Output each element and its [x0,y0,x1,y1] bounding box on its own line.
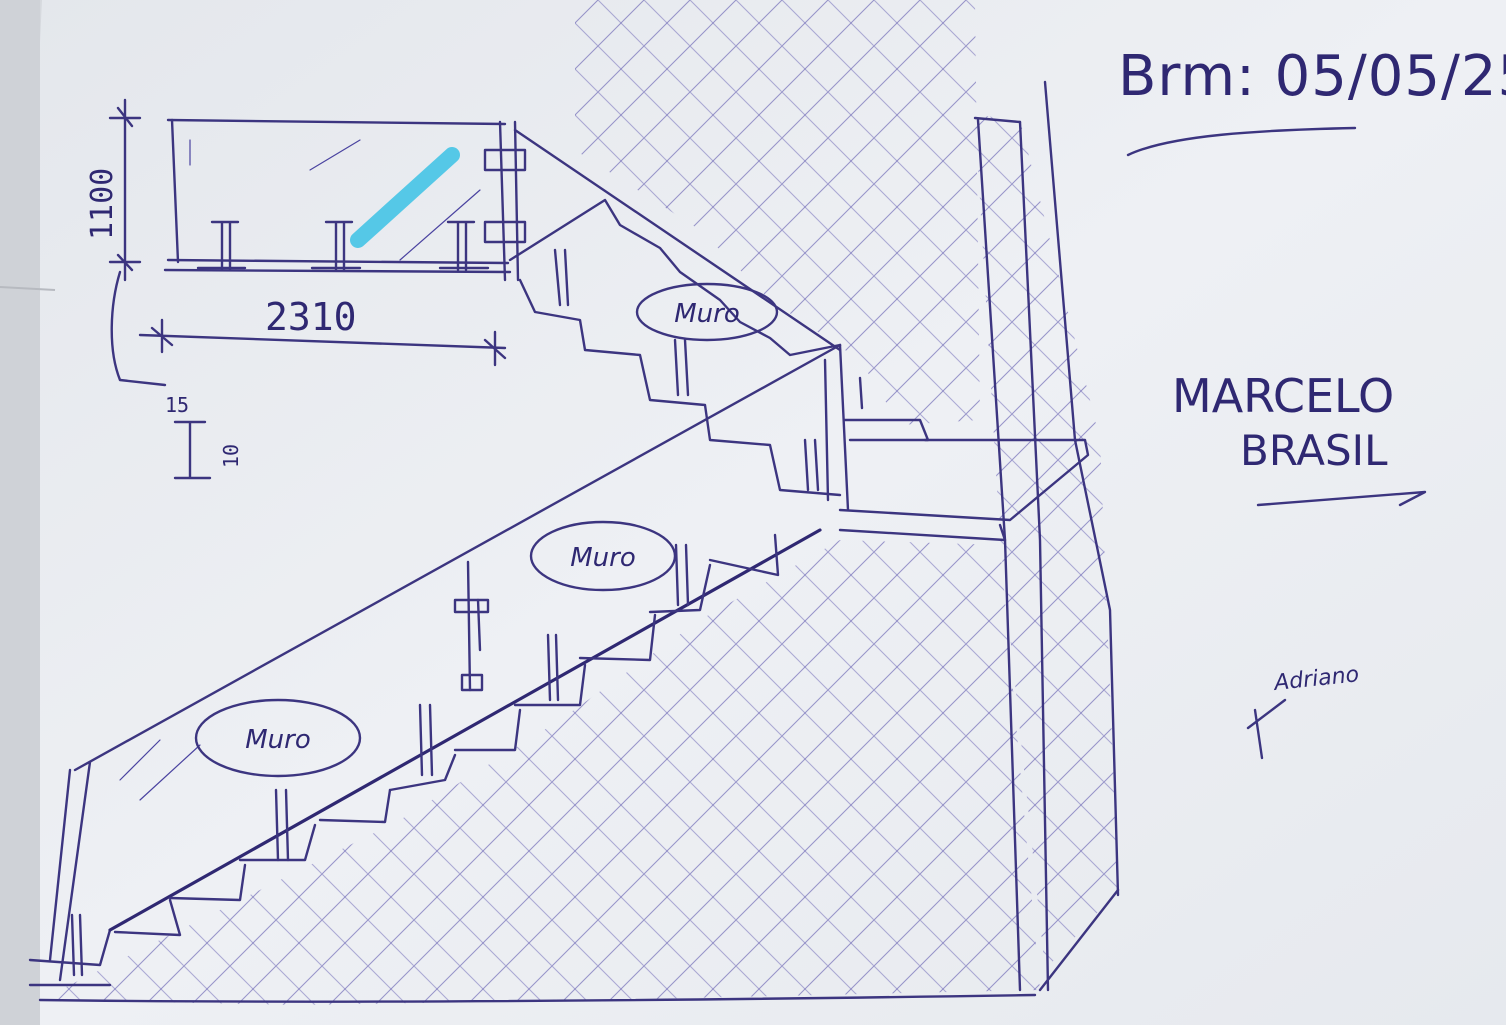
wall-label-upper-text: Muro [674,299,740,329]
width-dimension-label: 2310 [265,295,357,339]
thickness-side-label: 10 [219,444,243,468]
wall-label-upper: Muro [635,282,779,342]
date-underline [1126,126,1357,157]
side-wall-hatch [975,115,1118,970]
paper-sheet [14,0,1506,1025]
width-dimension [138,318,507,367]
thickness-dimension [110,270,212,480]
highlight-mark [350,147,460,248]
thickness-top-label: 15 [165,393,189,417]
wall-label-lower-text: Muro [245,725,311,755]
wall-label-middle: Muro [529,520,677,592]
wall-label-lower: Muro [194,698,362,778]
background-left-edge [0,0,40,1025]
height-dimension [108,98,142,282]
signature-stroke [1246,698,1287,760]
client-name-line2: BRASIL [1240,426,1388,475]
lower-stair-flight [28,343,842,987]
client-name-line1: MARCELO [1172,369,1394,423]
upper-wall-hatch [575,0,980,425]
upper-glass-panel [163,118,527,282]
wall-outlines [38,80,1120,1003]
upper-stair-flight [508,128,842,497]
date-annotation: Brm: 05/05/25 [1118,44,1506,109]
client-underline [1256,490,1427,507]
paper-fold-line [0,286,56,291]
lower-wall-hatch [40,540,1040,1005]
middle-landing [823,343,1090,542]
wall-label-middle-text: Muro [570,543,636,573]
height-dimension-label: 1100 [85,168,120,240]
